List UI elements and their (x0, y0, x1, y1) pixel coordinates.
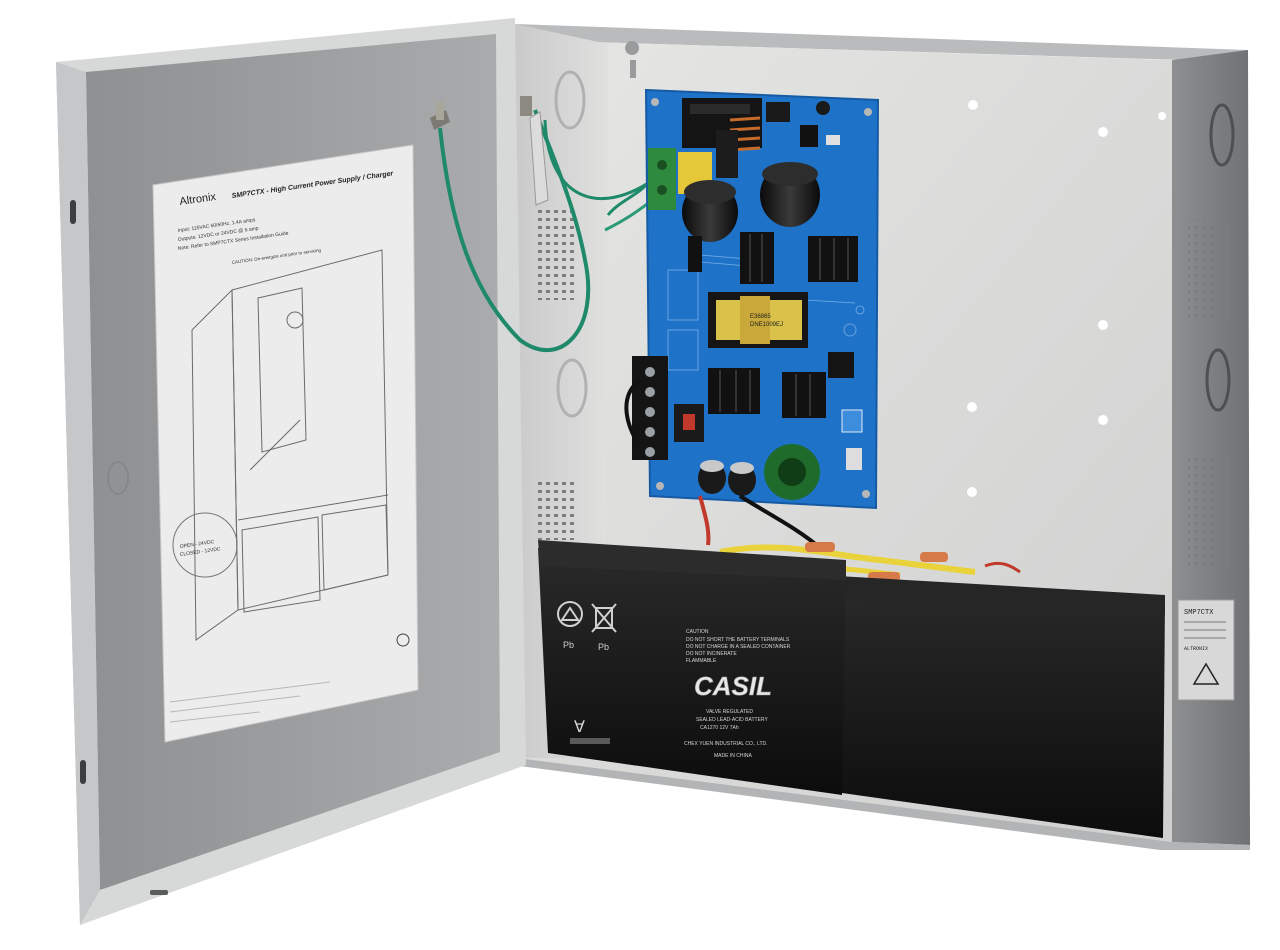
heatsink (708, 368, 826, 418)
knockout-hole (107, 461, 129, 495)
heatsink (716, 130, 738, 178)
power-supply-board: E36865 DNE1009EJ (632, 88, 880, 510)
knockout-hole (1209, 103, 1235, 167)
cabinet-right-wall (1172, 50, 1250, 845)
battery-wire-red (984, 561, 1021, 574)
battery-left: Pb Pb CAUTION DO NOT SHORT THE BATTERY T… (538, 540, 846, 795)
certification-mark-icon (396, 633, 410, 647)
label-callout-line: CLOSED - 12VDC (179, 546, 221, 558)
battery-brand: CASIL (694, 671, 772, 701)
cabinet-floor (512, 758, 1250, 850)
side-label-brand: ALTRONIX (1184, 646, 1208, 652)
output-terminal-block (632, 356, 668, 460)
battery-spec-line: CA1270 12V 7Ah (700, 725, 739, 731)
recycle-mark-label: Pb (563, 640, 574, 650)
battery-origin: MADE IN CHINA (714, 753, 752, 759)
label-brand: Altronix (179, 191, 217, 208)
door-slot (70, 200, 76, 224)
battery-warning-line: FLAMMABLE (686, 658, 717, 664)
battery-warning-line: DO NOT INCINERATE (686, 651, 737, 657)
knockout-hole (556, 358, 588, 418)
battery-spec-line: SEALED LEAD-ACID BATTERY (696, 717, 768, 723)
battery-warning-line: CAUTION (686, 629, 709, 635)
door-slot (80, 760, 86, 784)
ul-mark-icon: Ɐ (570, 719, 610, 744)
label-diagram (191, 249, 389, 641)
recycle-mark-label: Pb (598, 642, 609, 652)
cabinet-top-edge (515, 24, 1248, 62)
battery-right (820, 575, 1165, 838)
voltage-adjust-potentiometer (841, 409, 863, 433)
ac-terminal-block (648, 148, 676, 210)
door-slot (150, 890, 168, 895)
door-instruction-label: Altronix SMP7CTX - High Current Power Su… (152, 144, 419, 743)
transformer: E36865 DNE1009EJ (708, 292, 808, 348)
battery-wire-red (698, 495, 711, 546)
label-callout-line: OPEN - 24VDC (179, 539, 215, 550)
battery-warning-line: DO NOT SHORT THE BATTERY TERMINALS (686, 637, 790, 643)
ground-wire (543, 119, 661, 201)
battery-wire-black (624, 378, 642, 441)
ground-lug (520, 96, 549, 206)
ground-wire (438, 109, 591, 353)
knockout-hole (554, 70, 586, 130)
vent-grille (1188, 455, 1236, 565)
keyhole-slot (625, 41, 640, 78)
svg-text:Ɐ: Ɐ (574, 719, 585, 736)
warning-triangle-icon (1192, 662, 1220, 685)
transformer-label: E36865 (750, 314, 771, 320)
door-edge (56, 62, 100, 925)
label-fine-print (169, 681, 331, 723)
mounting-holes (967, 100, 1166, 497)
side-label-model: SMP7CTX (1184, 609, 1214, 617)
battery-maker: CHEX YUEN INDUSTRIAL CO., LTD. (684, 741, 768, 747)
battery-jumper-wire (719, 544, 976, 575)
knockout-hole (1205, 348, 1231, 412)
vent-grille (534, 480, 578, 540)
no-trash-icon (591, 603, 617, 633)
recycle-icon (557, 601, 583, 627)
battery-spec-line: VALVE REGULATED (706, 709, 753, 715)
indicator (816, 101, 830, 115)
ground-stud (430, 102, 450, 130)
vent-grille (1188, 220, 1236, 320)
transformer-label: DNE1009EJ (750, 322, 783, 328)
battery-warning-line: DO NOT CHARGE IN A SEALED CONTAINER (686, 644, 791, 650)
side-rating-label: SMP7CTX ALTRONIX (1177, 599, 1235, 701)
vent-grille (534, 210, 578, 300)
